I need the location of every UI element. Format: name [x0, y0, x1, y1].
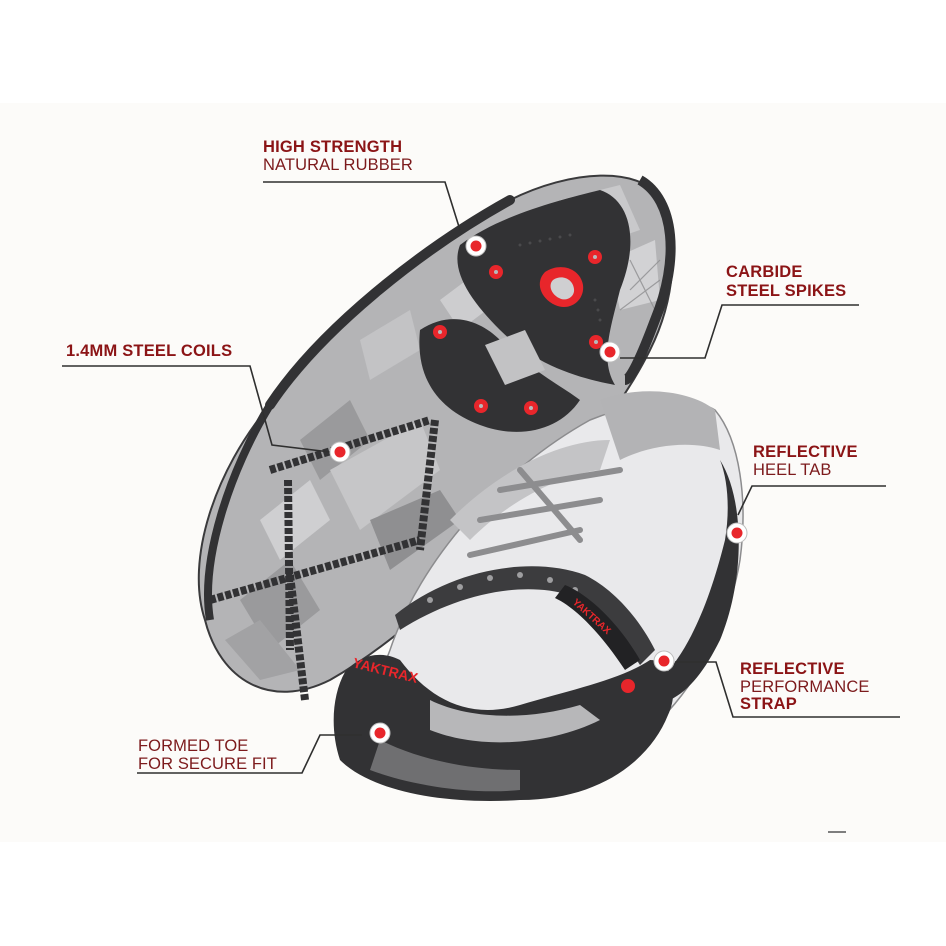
callout-coils-title: 1.4MM STEEL COILS: [66, 342, 233, 360]
callout-spikes-title2: STEEL SPIKES: [726, 281, 847, 300]
callout-rubber-subtitle: NATURAL RUBBER: [263, 155, 413, 174]
callout-rubber: HIGH STRENGTH NATURAL RUBBER: [263, 139, 413, 173]
sole-bottom-view: [197, 174, 676, 701]
callout-coils: 1.4MM STEEL COILS: [66, 343, 232, 360]
callout-toe: FORMED TOE FOR SECURE FIT: [138, 737, 277, 772]
marker-toe: [369, 722, 391, 744]
callout-toe-line1: FORMED TOE: [138, 737, 249, 755]
marker-heel: [726, 522, 748, 544]
callout-strap-subtitle: PERFORMANCE: [740, 677, 870, 696]
marker-strap: [653, 650, 675, 672]
callout-spikes-title: CARBIDE: [726, 263, 803, 281]
callout-heel-title: REFLECTIVE: [753, 443, 858, 461]
leader-lines: [62, 181, 900, 774]
marker-spikes: [599, 341, 621, 363]
callout-strap-title2: STRAP: [740, 695, 797, 713]
callout-rubber-title: HIGH STRENGTH: [263, 138, 403, 156]
shoe-side-view: YAKTRAX YAKTRAX: [333, 391, 744, 801]
callout-strap-title: REFLECTIVE: [740, 660, 845, 678]
marker-rubber: [465, 235, 487, 257]
callout-markers: [329, 235, 748, 744]
callout-spikes: CARBIDE STEEL SPIKES: [726, 264, 846, 299]
callout-heel: REFLECTIVE HEEL TAB: [753, 444, 858, 478]
callout-strap: REFLECTIVE PERFORMANCE STRAP: [740, 661, 869, 713]
marker-coils: [329, 441, 351, 463]
callout-heel-subtitle: HEEL TAB: [753, 460, 832, 479]
callout-toe-line2: FOR SECURE FIT: [138, 754, 277, 773]
